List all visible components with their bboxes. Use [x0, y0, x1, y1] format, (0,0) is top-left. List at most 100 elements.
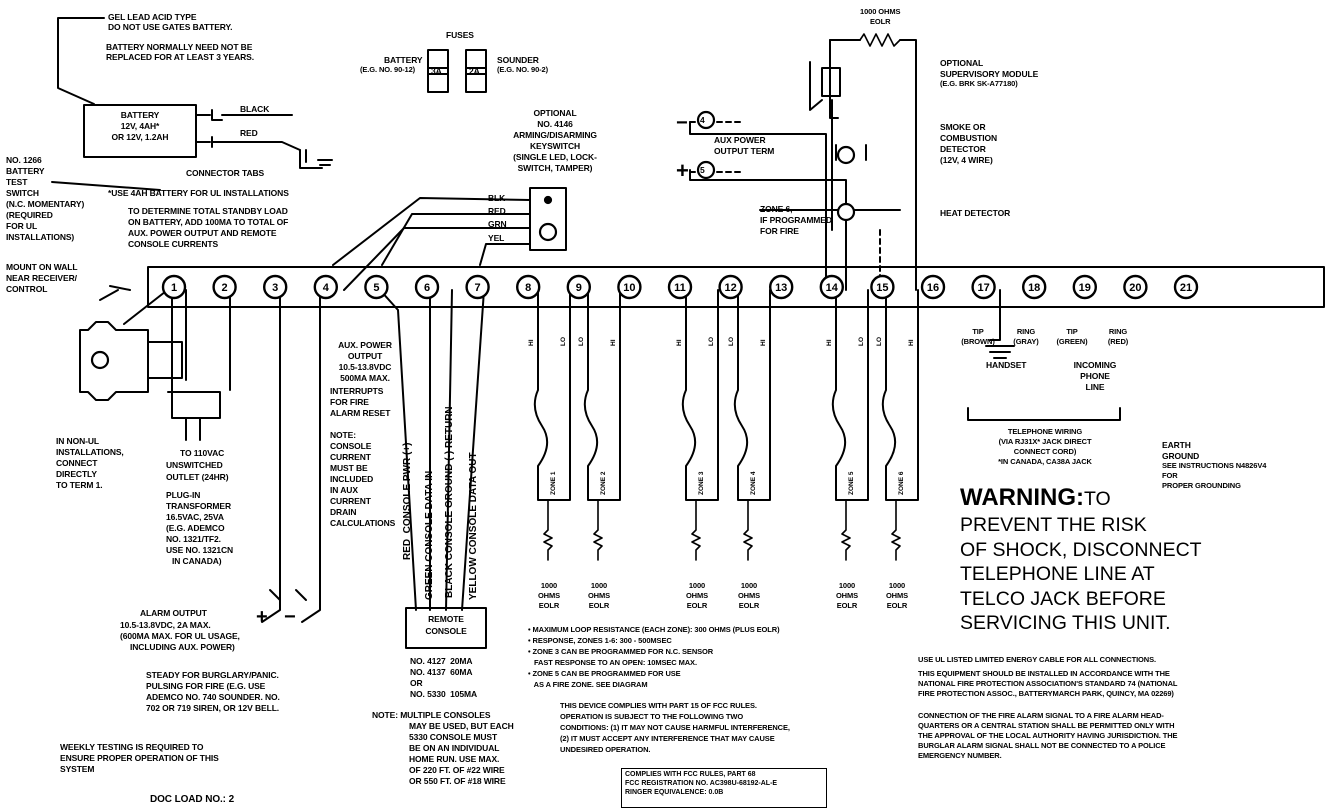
terminal-number: 6	[424, 282, 430, 294]
console-wire-black: BLACK CONSOLE GROUND (-) RETURN	[444, 406, 455, 598]
doc-load: DOC LOAD NO.: 2	[150, 794, 235, 805]
terminal-4	[313, 274, 338, 300]
aux-pos-terminal	[696, 160, 716, 180]
terminal-number: 16	[927, 282, 939, 294]
zone-5-label: ZONE 5	[848, 471, 855, 495]
tip17-label: TIP	[972, 327, 984, 336]
keyswitch-box	[529, 187, 567, 251]
terminal-20	[1123, 274, 1148, 300]
ks-wire-grn: GRN	[488, 219, 507, 229]
alarm-plus-sign: +	[256, 606, 268, 628]
terminal-number: 20	[1129, 282, 1141, 294]
connector-tabs-label: CONNECTOR TABS	[186, 168, 265, 178]
aux-plus-sign: +	[676, 158, 689, 183]
fuse-2a-label: 2A	[469, 66, 480, 76]
aux-pos-number: 5	[700, 165, 705, 175]
hi-label: HI	[760, 339, 767, 347]
ks-wire-yel: YEL	[488, 233, 505, 243]
lo-label: LO	[728, 336, 735, 346]
terminal-number: 21	[1180, 282, 1192, 294]
terminal-number: 17	[977, 282, 989, 294]
terminal-1	[161, 274, 187, 300]
console-wire-red: RED CONSOLE PWR (+)	[402, 442, 413, 560]
outlet-screw	[90, 350, 110, 370]
battery-box	[83, 104, 197, 158]
terminal-17	[971, 274, 996, 300]
terminal-2	[212, 274, 237, 300]
ring18-label: RING	[1016, 327, 1036, 336]
zone-4-label: ZONE 4	[750, 471, 757, 495]
sounder-fuse-label: SOUNDER	[497, 55, 539, 65]
zone-1-label: ZONE 1	[550, 471, 557, 495]
terminal-5	[364, 274, 389, 300]
terminal-19	[1072, 274, 1098, 300]
terminal-11	[667, 274, 693, 300]
fuse-3a-label: 3A	[431, 66, 442, 76]
terminal-9	[566, 274, 591, 300]
terminal-3	[263, 274, 288, 300]
lo-label: LO	[560, 336, 567, 346]
aux-neg-terminal	[696, 110, 716, 130]
hi-label: HI	[908, 339, 915, 347]
terminal-13	[769, 274, 794, 300]
keyswitch-led	[543, 195, 553, 205]
wall-outlet	[79, 321, 149, 401]
terminal-12	[718, 274, 743, 300]
terminal-number: 15	[876, 282, 888, 294]
terminal-number: 3	[272, 282, 278, 294]
terminal-number: 7	[475, 282, 481, 294]
terminal-number: 12	[724, 282, 736, 294]
red-wire-label: RED	[240, 128, 258, 138]
terminal-6	[414, 274, 440, 300]
use-4ah-note: *USE 4AH BATTERY FOR UL INSTALLATIONS	[108, 188, 289, 198]
zone-6-label: ZONE 6	[898, 471, 905, 495]
hi-label: HI	[826, 339, 833, 347]
lo-label: LO	[876, 336, 883, 346]
terminal-7	[465, 274, 490, 300]
terminal-number: 10	[623, 282, 635, 294]
ks-wire-red: RED	[488, 206, 506, 216]
terminal-8	[516, 274, 541, 300]
fuse-3a	[427, 49, 449, 93]
terminal-number: 4	[323, 282, 330, 294]
alarm-minus-sign: −	[284, 606, 296, 628]
terminal-number: 18	[1028, 282, 1040, 294]
console-wire-yellow: YELLOW CONSOLE DATA OUT	[468, 452, 479, 600]
terminal-strip	[147, 266, 1325, 308]
handset-label: HANDSET	[986, 360, 1027, 370]
terminal-number: 8	[525, 282, 531, 294]
terminal-number: 1	[171, 282, 177, 294]
smoke-detector-symbol	[836, 145, 856, 165]
remote-console-label: REMOTE	[428, 614, 464, 624]
fuse-2a	[465, 49, 487, 93]
aux-neg-number: 4	[700, 115, 705, 125]
terminal-14	[819, 274, 844, 300]
zone-2-label: ZONE 2	[600, 471, 607, 495]
warning-notice: WARNING:TO PREVENT THE RISK OF SHOCK, DI…	[960, 484, 1202, 635]
ks-wire-blk: BLK	[488, 193, 506, 203]
zone-loops	[533, 289, 919, 501]
terminal-number: 2	[222, 282, 228, 294]
terminal-number: 14	[826, 282, 839, 294]
terminal-16	[920, 274, 946, 300]
heat-detector-symbol	[836, 202, 856, 222]
terminal-10	[617, 274, 642, 300]
aux-minus-sign: −	[676, 112, 688, 134]
terminal-number: 11	[674, 282, 686, 294]
terminal-21	[1173, 274, 1199, 300]
lo-label: LO	[708, 336, 715, 346]
console-wire-green: GREEN CONSOLE DATA IN	[424, 470, 435, 600]
warning-heading: WARNING:	[960, 484, 1084, 511]
tip19-label: TIP	[1066, 327, 1078, 336]
keyswitch-lock	[538, 222, 558, 242]
heat-detector-label: HEAT DETECTOR	[940, 208, 1011, 218]
ring20-label: RING	[1108, 327, 1128, 336]
zone-3-label: ZONE 3	[698, 471, 705, 495]
terminal-15	[870, 274, 895, 300]
hi-label: HI	[676, 339, 683, 347]
telephone-bracket	[967, 407, 1121, 421]
terminal-number: 9	[576, 282, 582, 294]
battery-fuse-label: BATTERY	[384, 55, 423, 65]
lo-label: LO	[578, 336, 585, 346]
